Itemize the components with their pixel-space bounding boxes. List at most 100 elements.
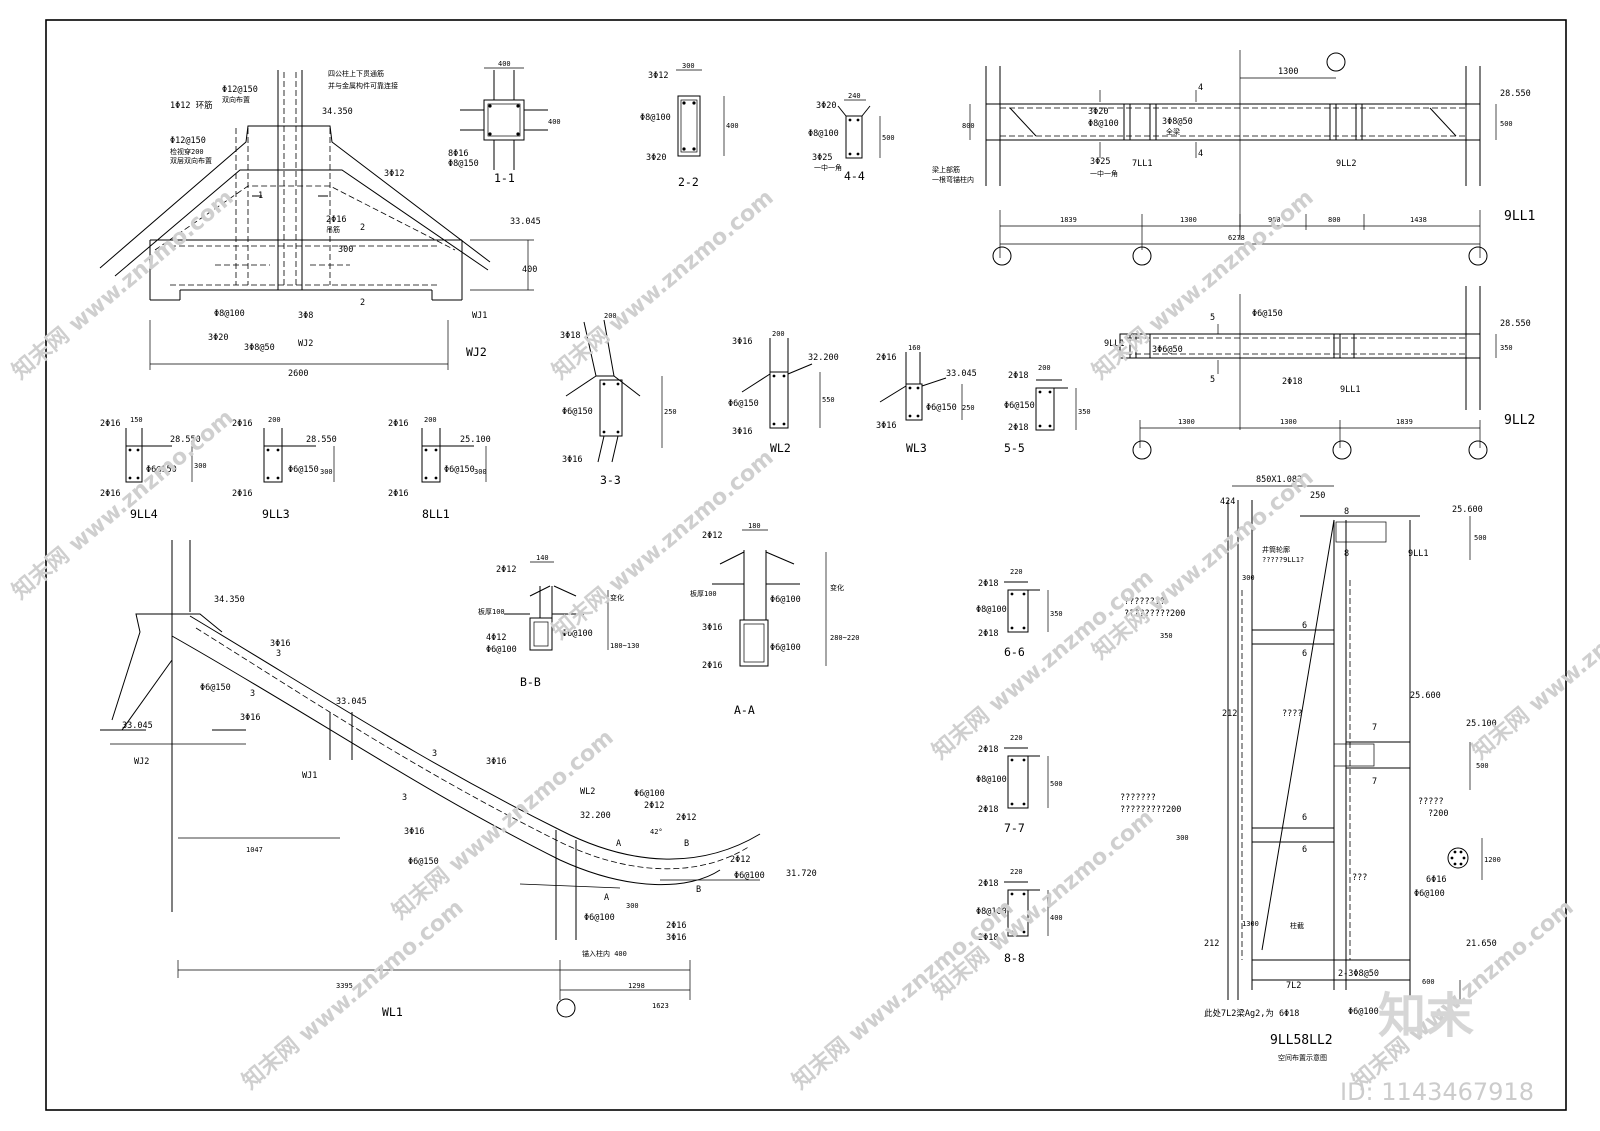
- ll58-d300b: 300: [1176, 834, 1189, 842]
- section-2-2: 300 400 3Φ12 Φ8@100 3Φ20 2-2: [640, 62, 739, 189]
- wl1-r5: 3Φ16: [404, 827, 424, 837]
- ll58-cut-6b: 6: [1302, 649, 1307, 659]
- wj2-rebar-r1b: 双向布置: [222, 95, 250, 104]
- wl1-cut-3d: 3: [402, 793, 407, 803]
- wl1-d300: 300: [626, 902, 639, 910]
- section-5-5: 200 2Φ18 Φ6@150 350 2Φ18 5-5: [1004, 364, 1091, 455]
- ll1-title: 9LL1: [1504, 209, 1535, 224]
- 8ll1-w: 200: [424, 416, 437, 424]
- wl1-dim-3: 1623: [652, 1002, 669, 1010]
- wl2-top: 3Φ16: [732, 337, 752, 347]
- ll58-elev-1: 25.600: [1452, 505, 1483, 515]
- ll1-dim-500: 500: [1500, 120, 1513, 128]
- wj2-cut-1: 1: [258, 191, 263, 201]
- wl1-elev-left: 33.045: [122, 721, 153, 731]
- s33-bot: 3Φ16: [562, 455, 582, 465]
- ll58-cut-7a: 7: [1372, 723, 1377, 733]
- ll58-top-dim: 850X1.082: [1256, 475, 1302, 485]
- ll58-elev-3: 25.100: [1466, 719, 1497, 729]
- s22-top: 3Φ12: [648, 71, 668, 81]
- bb-stirrup: Φ6@100: [562, 629, 593, 639]
- 8ll1-stirrup: Φ6@150: [444, 465, 475, 475]
- ll58-q2: ?????????200: [1124, 609, 1185, 619]
- bb-w: 140: [536, 554, 549, 562]
- 8ll1-h: 300: [474, 468, 487, 476]
- wj2-rebar-r1: Φ12@150: [222, 85, 258, 95]
- s66-bot: 2Φ18: [978, 629, 998, 639]
- wj2-rebar-r5b: 吊筋: [326, 225, 340, 234]
- wl1-r4: 3Φ16: [486, 757, 506, 767]
- ll1-top-rebar: 3Φ20: [1088, 107, 1108, 117]
- wl2-elev: 32.200: [808, 353, 839, 363]
- wj2-rebar-r8: 3Φ20: [208, 333, 228, 343]
- wj2-elev: 33.045: [510, 217, 541, 227]
- ll58-d350: 350: [1160, 632, 1173, 640]
- ll1-stirrup-note: 全梁: [1166, 127, 1180, 136]
- s44-stirrup: Φ8@100: [808, 129, 839, 139]
- ll58-d212: 212: [1222, 709, 1237, 719]
- ll58-title: 9LL58LL2: [1270, 1033, 1333, 1048]
- ll58-d300: 300: [1242, 574, 1255, 582]
- wj2-cut-2b: 2: [360, 298, 365, 308]
- s77-title: 7-7: [1004, 821, 1025, 835]
- wl2-title: WL2: [770, 441, 791, 455]
- wl1-cut-3c: 3: [432, 749, 437, 759]
- ll58-d212b: 212: [1204, 939, 1219, 949]
- wj2-detail: 四公柱上下贯通筋 并与金属构件可靠连接 Φ12@150 双向布置 1Φ12 环筋…: [99, 69, 541, 379]
- ll2-stirrup: Φ6@150: [1252, 309, 1283, 319]
- 8ll1-title: 8LL1: [422, 507, 450, 521]
- section-wl2: 200 3Φ16 32.200 Φ6@150 550 3Φ16 WL2: [728, 330, 839, 455]
- s22-dim-h: 400: [726, 122, 739, 130]
- ll58-q1: ????????: [1124, 597, 1165, 607]
- s66-top: 2Φ18: [978, 579, 998, 589]
- 8ll1-elev: 25.100: [460, 435, 491, 445]
- ll58-elev-2: 25.600: [1410, 691, 1441, 701]
- section-b-b: 140 2Φ12 板厚100 Φ6@100 180~130 变化 4Φ12 Φ6…: [478, 554, 640, 689]
- ll3-h: 300: [320, 468, 333, 476]
- wj2-dim-400: 400: [522, 265, 537, 275]
- ll58-elevation: 850X1.082 250 424 8 8 25.600 500 井筒轮廓 ??…: [1120, 475, 1501, 1062]
- ll58-q7: ?200: [1428, 809, 1448, 819]
- ll1-elev: 28.550: [1500, 89, 1531, 99]
- wl1-elev-e5: 31.720: [786, 869, 817, 879]
- bb-var: 变化: [610, 593, 624, 602]
- s55-bot: 2Φ18: [1008, 423, 1028, 433]
- ll2-cut-5a: 5: [1210, 313, 1215, 323]
- wl1-cut-b2: B: [696, 885, 701, 895]
- ll2-dim-2: 1839: [1396, 418, 1413, 426]
- wl1-elev-e4: 32.200: [580, 811, 611, 821]
- wj2-dim-2600: 2600: [288, 369, 308, 379]
- watermark-layer: 知末网 www.znzmo.com 知末网 www.znzmo.com 知末网 …: [7, 184, 1600, 1106]
- ll58-lbl: 柱截: [1290, 921, 1304, 930]
- ll1-bot-rebar: 3Φ25: [1090, 157, 1110, 167]
- wj2-label-wj1: WJ1: [472, 311, 487, 321]
- ll3-title: 9LL3: [262, 507, 290, 521]
- watermark-text: 知末网 www.znzmo.com: [547, 184, 778, 384]
- watermark-logo: 知末: [1378, 988, 1474, 1044]
- s11-title: 1-1: [494, 171, 515, 185]
- ll1-label-9ll2: 9LL2: [1336, 159, 1356, 169]
- ll58-7l2: 7L2: [1286, 981, 1301, 991]
- s33-stirrup: Φ6@150: [562, 407, 593, 417]
- watermark-text: 知末网 www.znzmo.com: [7, 404, 238, 604]
- s44-dim-h: 500: [882, 134, 895, 142]
- wj2-cut-2: 2: [360, 223, 365, 233]
- ll2-label-9ll1b: 9LL1: [1340, 385, 1360, 395]
- ll58-d600: 600: [1422, 978, 1435, 986]
- ll58-cut-6d: 6: [1302, 845, 1307, 855]
- wl3-top: 2Φ16: [876, 353, 896, 363]
- wl1-cut-3b: 3: [250, 689, 255, 699]
- s66-stirrup: Φ8@100: [976, 605, 1007, 615]
- wl1-angle: 42°: [650, 828, 663, 836]
- ll2-title: 9LL2: [1504, 413, 1535, 428]
- aa-bot: 2Φ16: [702, 661, 722, 671]
- wl3-w: 160: [908, 344, 921, 352]
- section-3-3: 200 3Φ18 Φ6@150 250 3Φ16 3-3: [560, 312, 677, 487]
- ll1-dim-1300-top: 1300: [1278, 67, 1298, 77]
- ll1-dim-0: 1839: [1060, 216, 1077, 224]
- bb-r2: 4Φ12: [486, 633, 506, 643]
- wj2-title: WJ2: [466, 345, 487, 359]
- ll2-stirrup-dense: 3Φ6@50: [1152, 345, 1183, 355]
- aa-stirrup: Φ6@100: [770, 595, 801, 605]
